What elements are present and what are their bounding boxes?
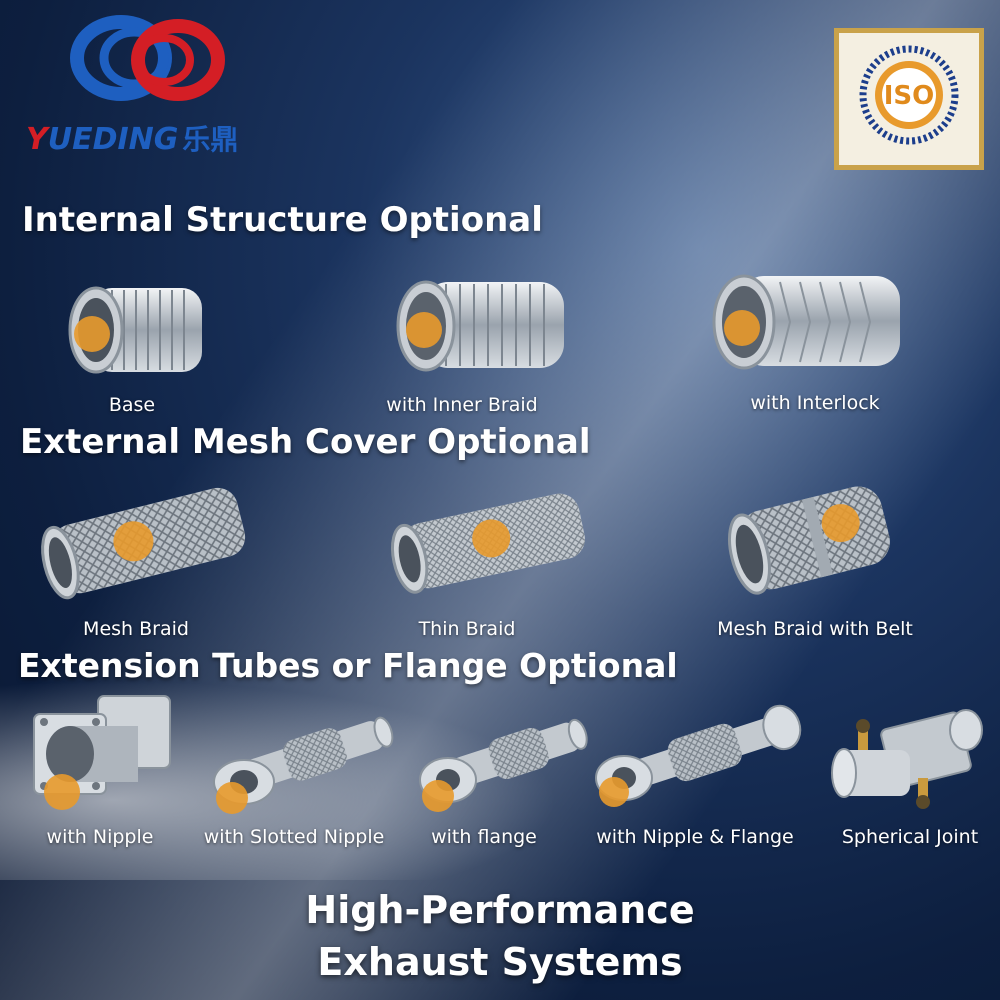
section-title-extension-tubes: Extension Tubes or Flange Optional (18, 646, 678, 685)
iso-certificate: ISO (834, 28, 984, 170)
item-label-thin-braid: Thin Braid (418, 618, 516, 640)
spherical-joint-icon (831, 709, 983, 809)
flex-pipe-interlock-icon (712, 274, 900, 370)
item-label-with-nipple: with Nipple (46, 826, 154, 848)
belted-braid-pipe-icon (728, 486, 890, 595)
iso-seal-icon: ISO (859, 45, 959, 145)
square-flange-pipe-icon (33, 695, 171, 810)
footer-title-line-2: Exhaust Systems (317, 940, 683, 984)
item-label-base: Base (108, 394, 156, 416)
item-label-spherical-joint: Spherical Joint (841, 826, 979, 848)
section-title-external-mesh: External Mesh Cover Optional (20, 422, 591, 462)
item-label-with-nipple-flange: with Nipple & Flange (596, 826, 794, 848)
item-label-with-slotted-nipple: with Slotted Nipple (203, 826, 385, 848)
svg-text:ISO: ISO (884, 81, 935, 111)
item-label-braid-with-belt: Mesh Braid with Belt (717, 618, 913, 640)
braided-pipe-icon (41, 487, 246, 600)
flex-pipe-icon (68, 286, 202, 374)
item-label-interlock: with Interlock (750, 392, 880, 414)
footer-title-line-1: High-Performance (305, 888, 695, 932)
brand-logo-mark (70, 15, 225, 101)
flange-pipe-icon (419, 718, 588, 812)
section-title-internal-structure: Internal Structure Optional (22, 200, 543, 240)
slotted-nipple-pipe-icon (213, 716, 394, 814)
thin-braid-pipe-icon (390, 493, 585, 594)
nipple-flange-pipe-icon (595, 704, 802, 807)
item-label-with-flange: with flange (431, 826, 537, 848)
item-label-inner-braid: with Inner Braid (386, 394, 538, 416)
flex-pipe-inner-braid-icon (396, 280, 564, 372)
item-label-mesh-braid: Mesh Braid (83, 618, 189, 640)
